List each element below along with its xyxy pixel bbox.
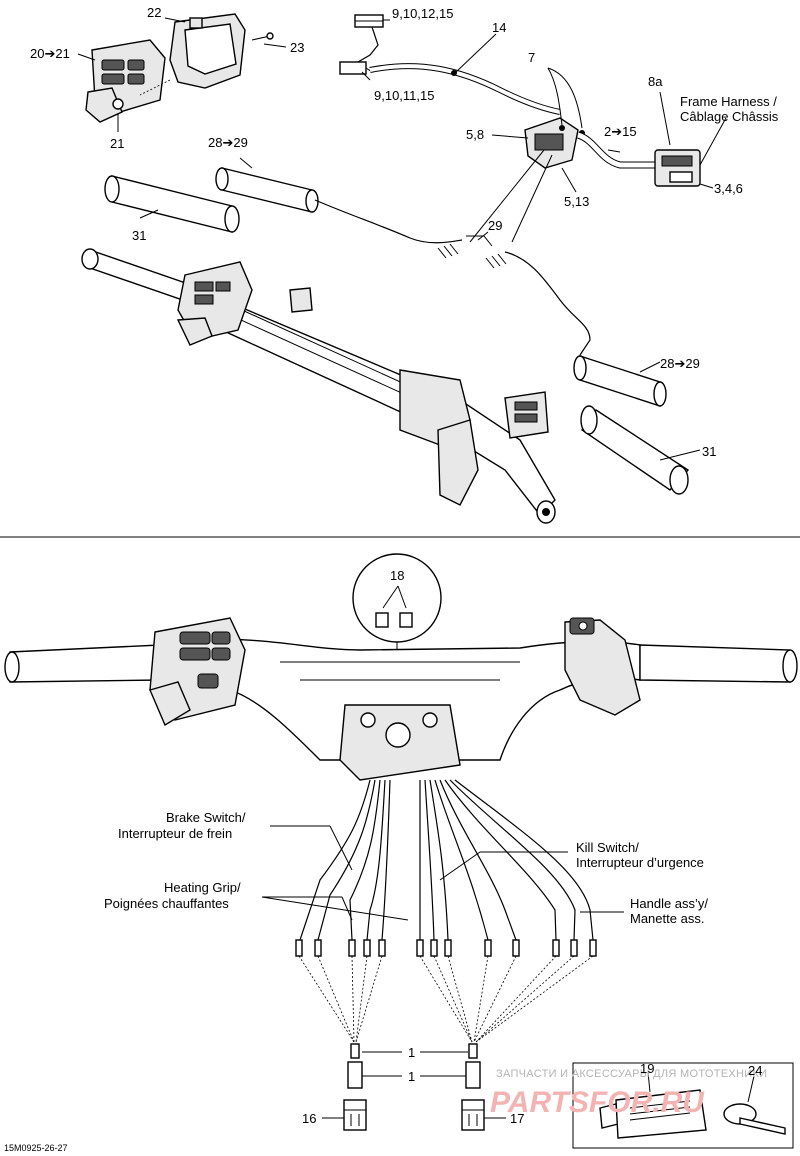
accessory-box xyxy=(572,1062,794,1149)
junction-block-part xyxy=(524,117,585,169)
callout-1a: 1 xyxy=(408,1045,415,1060)
callout-14: 14 xyxy=(492,20,506,35)
wire-pins xyxy=(295,939,597,957)
handle-assy-label-fr: Manette ass. xyxy=(630,911,704,926)
frame-connector-part xyxy=(654,149,701,187)
callout-31-right: 31 xyxy=(702,444,716,459)
switch-housing-part xyxy=(85,39,166,123)
callout-8a: 8a xyxy=(648,74,663,89)
figure-code: 15M0925-26-27 xyxy=(4,1143,68,1153)
callout-23: 23 xyxy=(290,40,304,55)
dotted-guides xyxy=(298,955,594,1043)
heating-grip-label-en: Heating Grip/ xyxy=(164,880,241,895)
screw-part xyxy=(251,32,274,41)
heating-grip-label-fr: Poignées chauffantes xyxy=(104,896,229,911)
brake-switch-label-en: Brake Switch/ xyxy=(166,810,246,825)
leader-lines-bottom xyxy=(261,825,624,921)
grease-tube-part-19 xyxy=(599,1071,707,1139)
callout-9-10-11-15: 9,10,11,15 xyxy=(374,88,434,103)
callout-9-10-12-15: 9,10,12,15 xyxy=(392,6,453,21)
callout-31-top: 31 xyxy=(132,228,146,243)
frame-harness-label-en: Frame Harness / xyxy=(680,94,777,109)
pin-connectors-29 xyxy=(437,231,507,269)
callout-3-4-6: 3,4,6 xyxy=(714,181,743,196)
leader-lines-top xyxy=(77,17,727,461)
callout-22: 22 xyxy=(147,5,161,20)
harness-part-14 xyxy=(369,63,561,115)
connector-housing-17 xyxy=(461,1099,506,1131)
callout-21: 21 xyxy=(110,136,124,151)
callout-18: 18 xyxy=(390,568,404,583)
callout-5-8: 5,8 xyxy=(466,127,484,142)
kill-switch-label-fr: Interrupteur d’urgence xyxy=(576,855,704,870)
callout-5-13: 5,13 xyxy=(564,194,589,209)
watermark-text-ru: ЗАПЧАСТИ И АКСЕССУАРЫ ДЛЯ МОТОТЕХНИКИ xyxy=(496,1068,767,1080)
callout-16: 16 xyxy=(302,1111,316,1126)
callout-2-15: 2➔15 xyxy=(604,124,637,139)
inset-circle-18 xyxy=(352,553,442,705)
heating-element-part-top xyxy=(215,167,463,244)
terminal-part-1 xyxy=(347,1043,481,1089)
callout-19: 19 xyxy=(640,1061,654,1076)
callout-28-29-top: 28➔29 xyxy=(208,135,248,150)
handlebar-assembly-bottom xyxy=(4,617,798,781)
callout-20-21: 20➔21 xyxy=(30,46,70,61)
grip-part-31-top xyxy=(104,175,240,233)
heating-element-part-right xyxy=(504,251,667,407)
callout-28-29-right: 28➔29 xyxy=(660,356,700,371)
frame-harness-cable xyxy=(576,131,660,169)
connector-housing-16 xyxy=(322,1099,367,1131)
frame-harness-label-fr: Câblage Châssis xyxy=(680,109,779,124)
callout-1b: 1 xyxy=(408,1069,415,1084)
handle-assy-label-en: Handle ass’y/ xyxy=(630,896,708,911)
callout-7: 7 xyxy=(528,50,535,65)
kill-switch-label-en: Kill Switch/ xyxy=(576,840,639,855)
callout-24: 24 xyxy=(748,1063,762,1078)
cable-tie-part-24 xyxy=(723,1075,786,1135)
callout-29: 29 xyxy=(488,218,502,233)
handlebar-assembly-top xyxy=(81,248,556,524)
watermark-logo: PARTSFOR.RU xyxy=(490,1086,705,1119)
brake-switch-label-fr: Interrupteur de frein xyxy=(118,826,232,841)
callout-17: 17 xyxy=(510,1111,524,1126)
grip-part-31-right xyxy=(580,405,690,495)
connector-part-top xyxy=(339,14,384,75)
wire-bundles xyxy=(295,779,597,957)
cover-part xyxy=(169,13,246,89)
